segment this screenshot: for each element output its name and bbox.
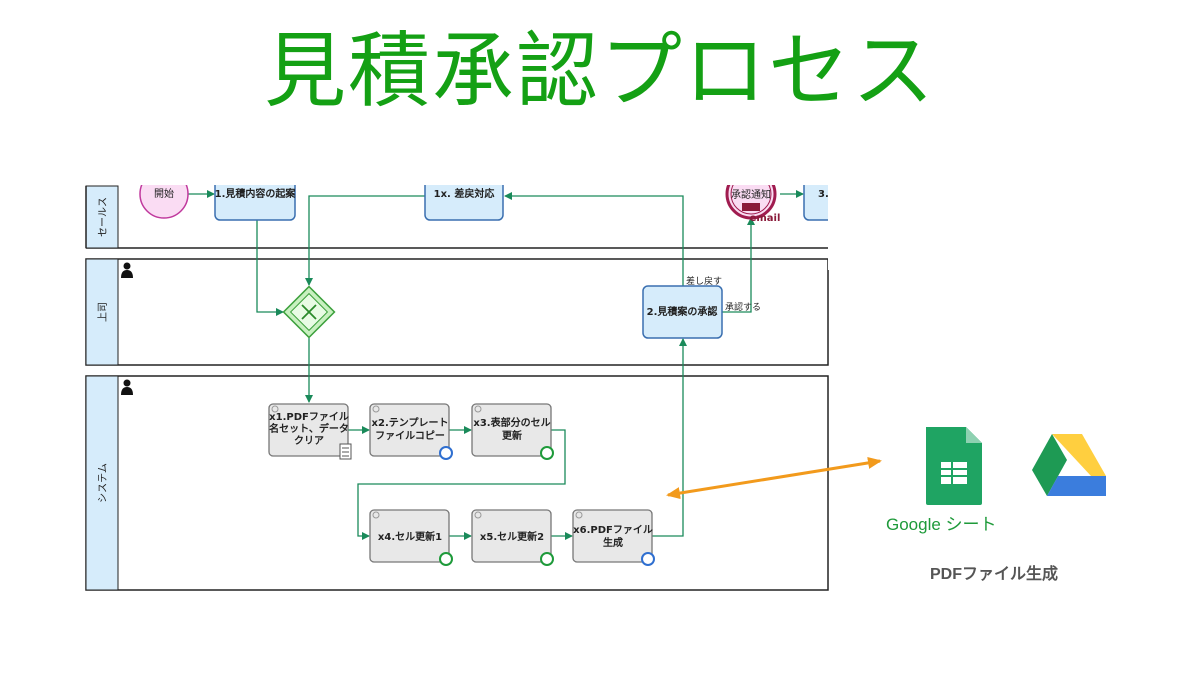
- svg-text:ファイルコピー: ファイルコピー: [375, 430, 445, 442]
- task-x3-update-table-cells[interactable]: x3.表部分のセル 更新: [471, 403, 554, 460]
- google-drive-icon: [641, 552, 655, 566]
- edge-1x-to-gateway: [305, 195, 425, 286]
- svg-text:x5.セル更新2: x5.セル更新2: [480, 530, 544, 543]
- svg-text:開始: 開始: [154, 187, 174, 200]
- lane-label-sales: セールス: [97, 197, 109, 237]
- task-x6-generate-pdf[interactable]: x6.PDFファイル 生成: [572, 509, 655, 566]
- svg-text:2.見積案の承認: 2.見積案の承認: [647, 305, 718, 318]
- orange-double-arrow: [666, 456, 882, 500]
- person-icon: [121, 262, 133, 278]
- svg-text:email: email: [750, 213, 781, 224]
- google-drive-icon: [1032, 434, 1106, 496]
- page-title: 見積承認プロセス: [263, 24, 936, 119]
- gear-icon: [575, 511, 583, 519]
- task-x4-cell-update-1[interactable]: x4.セル更新1: [369, 509, 453, 566]
- task-2-approve-quote[interactable]: 2.見積案の承認: [642, 285, 723, 339]
- svg-text:x4.セル更新1: x4.セル更新1: [378, 530, 442, 543]
- calculator-icon: [339, 443, 352, 460]
- svg-text:クリア: クリア: [294, 435, 324, 447]
- svg-text:名セット、データ: 名セット、データ: [269, 422, 349, 435]
- person-icon: [121, 379, 133, 395]
- lane-label-manager: 上司: [97, 302, 109, 322]
- edge-1-to-gateway: [256, 220, 284, 316]
- edge-label-reject: 差し戻す: [686, 275, 722, 287]
- edge-x6-to-2: [652, 338, 687, 537]
- gear-icon: [372, 511, 380, 519]
- edge-2-reject: [504, 192, 684, 286]
- svg-text:承認通知: 承認通知: [731, 188, 771, 201]
- svg-text:x2.テンプレート: x2.テンプレート: [372, 416, 449, 429]
- task-x1-set-filename[interactable]: x1.PDFファイル 名セット、データ クリア: [268, 403, 352, 460]
- lane-sales: セールス: [85, 185, 828, 249]
- svg-text:更新: 更新: [502, 429, 522, 442]
- gear-icon: [271, 405, 279, 413]
- envelope-icon: [742, 203, 760, 211]
- gear-icon: [372, 405, 380, 413]
- google-drive-icon: [439, 446, 453, 460]
- task-x5-cell-update-2[interactable]: x5.セル更新2: [471, 509, 554, 566]
- lane-system: システム: [85, 375, 829, 591]
- svg-text:3.: 3.: [818, 189, 829, 200]
- google-sheets-icon: [540, 552, 554, 566]
- google-sheets-icon: [439, 552, 453, 566]
- svg-text:1.見積内容の起案: 1.見積内容の起案: [215, 187, 297, 200]
- svg-text:x6.PDFファイル: x6.PDFファイル: [573, 524, 653, 536]
- google-sheets-label: Google シート: [886, 515, 997, 534]
- pdf-generation-label: PDFファイル生成: [930, 566, 1059, 583]
- exclusive-gateway[interactable]: [282, 285, 336, 339]
- edge-x3-to-x4: [357, 429, 566, 540]
- lane-label-system: システム: [97, 463, 109, 503]
- svg-text:x1.PDFファイル: x1.PDFファイル: [269, 411, 349, 423]
- gear-icon: [474, 511, 482, 519]
- task-x2-copy-template[interactable]: x2.テンプレート ファイルコピー: [369, 403, 453, 460]
- svg-text:生成: 生成: [603, 536, 623, 549]
- google-sheets-icon: [926, 427, 982, 505]
- google-sheets-icon: [540, 446, 554, 460]
- svg-text:x3.表部分のセル: x3.表部分のセル: [473, 416, 550, 429]
- edge-2-approve: [722, 217, 755, 313]
- gear-icon: [474, 405, 482, 413]
- svg-text:1x. 差戻対応: 1x. 差戻対応: [434, 187, 495, 200]
- edge-label-approve: 承認する: [725, 301, 761, 313]
